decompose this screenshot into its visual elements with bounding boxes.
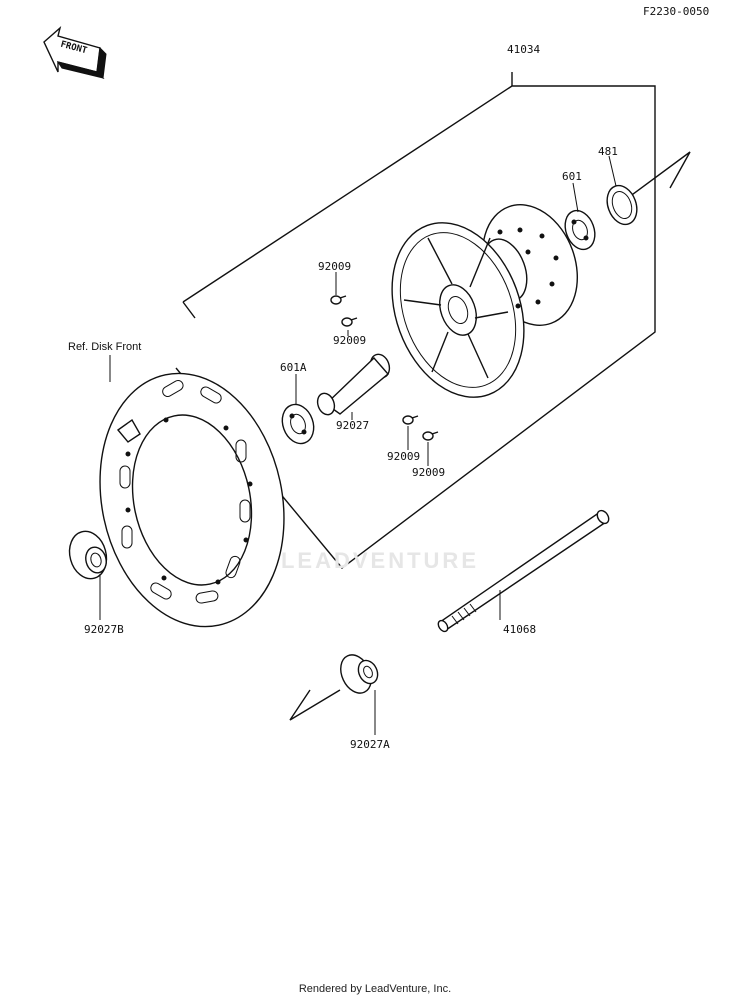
part-label-92009-top-2[interactable]: 92009	[333, 334, 367, 347]
wheel-hub-part	[391, 204, 579, 398]
bearing-601a-part	[281, 403, 315, 445]
part-label-92009-bottom-1[interactable]: 92009	[387, 450, 421, 463]
part-label-92027[interactable]: 92027	[336, 419, 370, 432]
part-label-601[interactable]: 601	[562, 170, 582, 183]
part-label-92009-bottom-2[interactable]: 92009	[412, 466, 446, 479]
bearing-601-part	[564, 209, 596, 251]
part-label-92009-top-1[interactable]: 92009	[318, 260, 352, 273]
axle-arrow-top	[624, 151, 691, 201]
front-arrow-icon	[43, 26, 107, 80]
part-label-41068[interactable]: 41068	[503, 623, 537, 636]
part-label-41034[interactable]: 41034	[507, 43, 541, 56]
watermark: LEADVENTURE	[280, 548, 479, 573]
diagram-code: F2230-0050	[643, 5, 710, 18]
part-label-disk-ref[interactable]: Ref. Disk Front	[68, 341, 142, 353]
screw-bottom-2-part	[422, 431, 439, 441]
collar-a-part	[340, 654, 379, 694]
leader-lines	[99, 155, 617, 735]
spacer-part	[316, 353, 391, 416]
axle-part	[437, 509, 610, 633]
screw-top-1-part	[330, 295, 347, 305]
brake-disk-part	[99, 372, 285, 628]
circlip-part	[606, 184, 638, 226]
axle-arrow-bottom	[289, 689, 341, 721]
footer-credit: Rendered by LeadVenture, Inc.	[298, 983, 452, 995]
part-label-92027b[interactable]: 92027B	[84, 623, 124, 636]
screw-bottom-1-part	[402, 415, 419, 425]
part-label-601a[interactable]: 601A	[280, 361, 307, 374]
part-label-481[interactable]: 481	[598, 145, 618, 158]
screw-top-2-part	[341, 317, 358, 327]
part-label-92027a[interactable]: 92027A	[350, 738, 390, 751]
collar-b-part	[68, 530, 108, 580]
